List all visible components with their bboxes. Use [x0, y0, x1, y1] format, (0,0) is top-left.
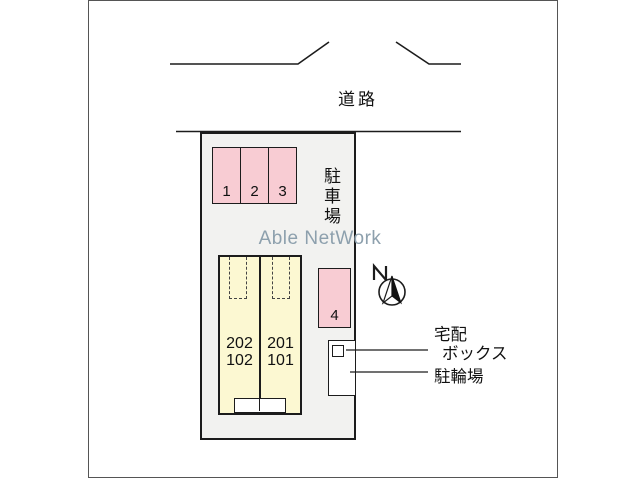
room-number: 102 — [226, 352, 253, 369]
stall-number: 1 — [222, 183, 231, 200]
room-number: 101 — [267, 352, 294, 369]
unit-label: 201 101 — [261, 335, 300, 369]
bicycle-parking-label: 駐輪場 — [434, 368, 484, 386]
parking-stall-4: 4 — [318, 268, 351, 328]
delivery-box-label: 宅配 — [434, 326, 467, 344]
image-border — [88, 0, 558, 478]
room-number: 202 — [226, 335, 253, 352]
parking-stall: 3 — [268, 147, 297, 204]
watermark: Able NetWork — [258, 228, 382, 249]
stall-number: 2 — [250, 183, 259, 200]
stall-number: 4 — [330, 307, 339, 324]
parking-stall: 1 — [212, 147, 241, 204]
building-step — [234, 398, 286, 413]
stall-number: 3 — [278, 183, 287, 200]
building-step-divider — [259, 399, 260, 411]
road-label: 道路 — [338, 90, 378, 109]
entrance-dashed-outline — [229, 257, 247, 299]
entrance-dashed-outline — [272, 257, 290, 299]
parking-stall: 2 — [240, 147, 269, 204]
delivery-box-label: ボックス — [442, 345, 508, 363]
parking-stalls: 1 2 3 — [212, 147, 297, 204]
parking-lot-label: 駐車場 — [321, 167, 340, 227]
room-number: 201 — [267, 335, 294, 352]
delivery-box — [332, 345, 344, 357]
unit-label: 202 102 — [220, 335, 259, 369]
building-outline: 202 102 201 101 — [218, 255, 302, 415]
bicycle-parking-area — [328, 340, 356, 396]
unit-divider-line — [259, 257, 261, 413]
